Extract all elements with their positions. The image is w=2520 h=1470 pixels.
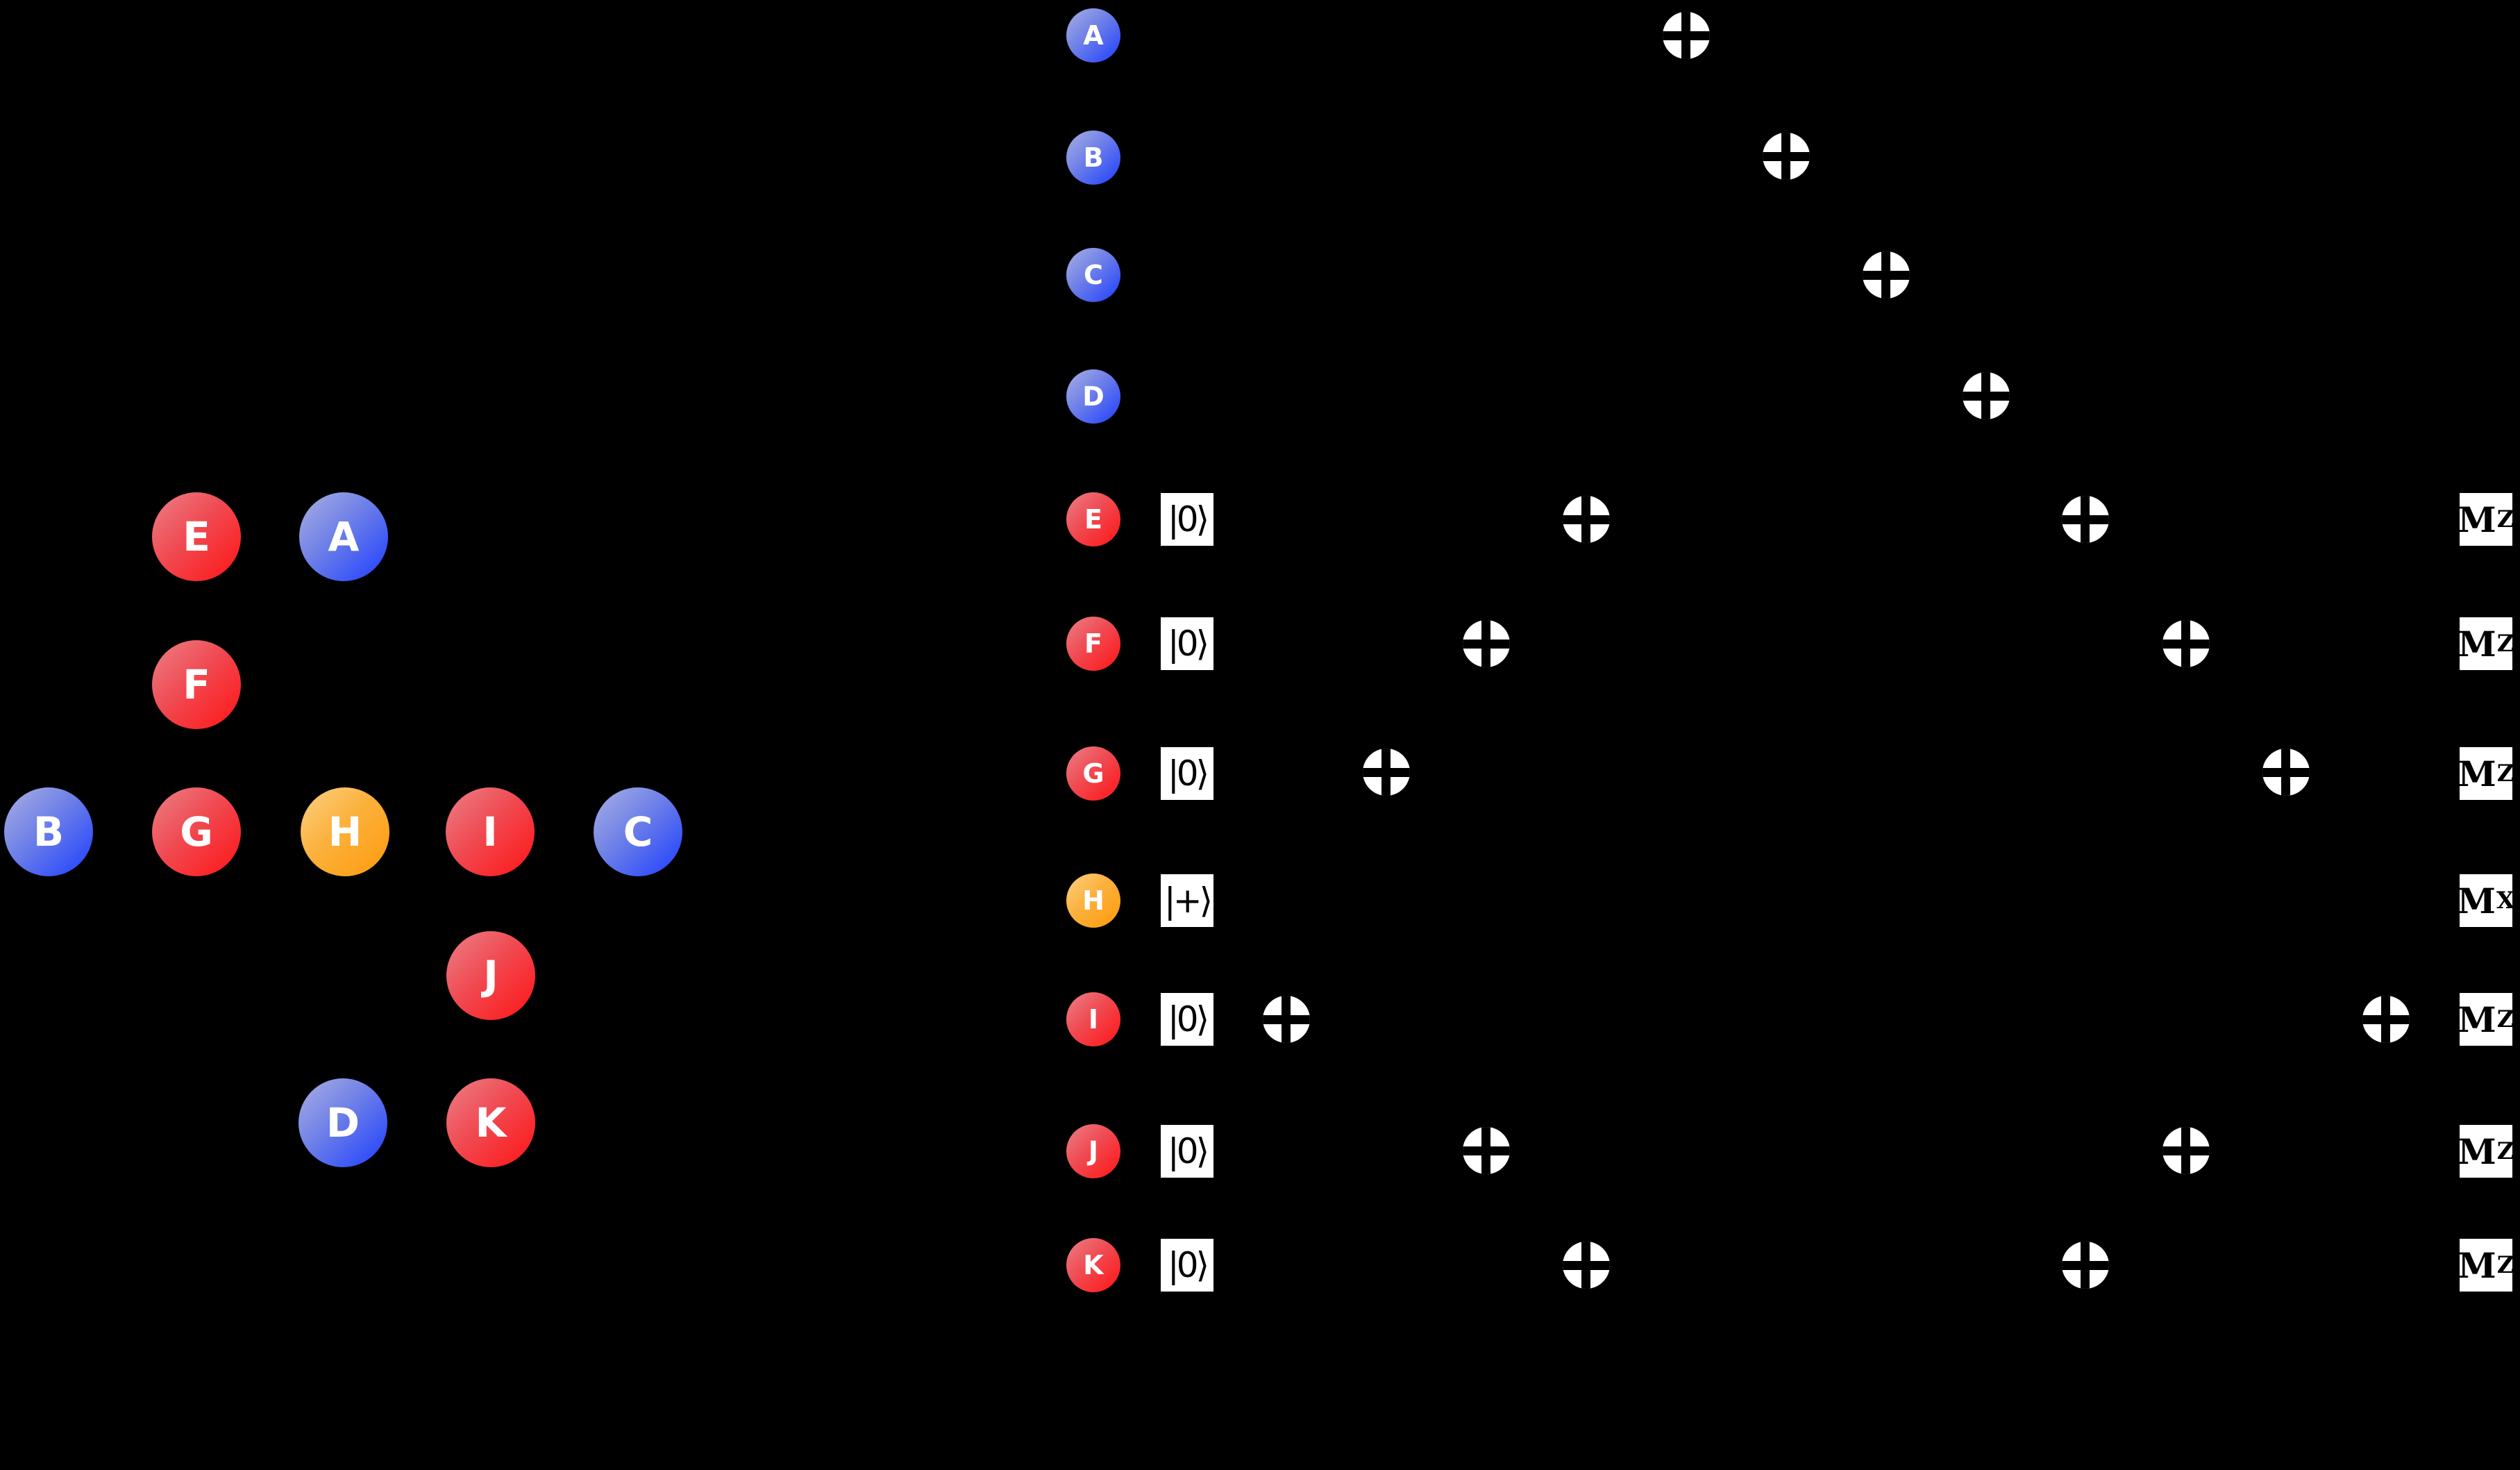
circuit-qubit-e: E bbox=[1066, 492, 1120, 546]
cnot-target-icon bbox=[2262, 749, 2310, 796]
measure-label: M bbox=[2458, 999, 2496, 1040]
circuit-qubit-k: K bbox=[1066, 1238, 1120, 1292]
init-state-k: |0⟩ bbox=[1161, 1239, 1213, 1292]
lattice-qubit-i: I bbox=[446, 787, 535, 876]
cnot-target-icon bbox=[2062, 1242, 2109, 1289]
init-state-h: |+⟩ bbox=[1161, 874, 1213, 927]
cnot-target-icon bbox=[1363, 749, 1410, 796]
cnot-target-icon bbox=[1463, 1127, 1510, 1174]
measure-basis: Z bbox=[2496, 1251, 2514, 1279]
circuit-qubit-a: A bbox=[1066, 8, 1120, 62]
lattice-qubit-j: J bbox=[446, 931, 535, 1020]
cnot-target-icon bbox=[1763, 133, 1810, 180]
circuit-qubit-c: C bbox=[1066, 248, 1120, 302]
init-state-i: |0⟩ bbox=[1161, 993, 1213, 1046]
measure-basis: X bbox=[2496, 887, 2515, 914]
measure-basis: Z bbox=[2496, 1005, 2514, 1033]
lattice-qubit-c: C bbox=[594, 787, 682, 876]
lattice-qubit-f: F bbox=[152, 640, 241, 729]
cnot-target-icon bbox=[2162, 620, 2210, 667]
circuit-qubit-h: H bbox=[1066, 874, 1120, 928]
cnot-target-icon bbox=[2162, 1127, 2210, 1174]
lattice-qubit-b: B bbox=[4, 787, 93, 876]
cnot-target-icon bbox=[1563, 496, 1610, 543]
init-state-f: |0⟩ bbox=[1161, 617, 1213, 670]
circuit-qubit-b: B bbox=[1066, 131, 1120, 185]
measure-label: M bbox=[2458, 623, 2496, 665]
cnot-target-icon bbox=[1963, 372, 2010, 419]
measure-label: M bbox=[2458, 753, 2496, 794]
init-state-j: |0⟩ bbox=[1161, 1125, 1213, 1178]
measure-label: M bbox=[2458, 1130, 2496, 1172]
circuit-qubit-i: I bbox=[1066, 992, 1120, 1046]
measure-basis: Z bbox=[2496, 1137, 2514, 1165]
measure-basis: Z bbox=[2496, 506, 2514, 533]
cnot-target-icon bbox=[1563, 1242, 1610, 1289]
circuit-qubit-f: F bbox=[1066, 617, 1120, 671]
lattice-qubit-h: H bbox=[301, 787, 389, 876]
measure-label: M bbox=[2457, 880, 2496, 921]
lattice-qubit-k: K bbox=[446, 1078, 535, 1167]
measure-basis: Z bbox=[2496, 630, 2514, 658]
init-state-e: |0⟩ bbox=[1161, 493, 1213, 546]
init-state-g: |0⟩ bbox=[1161, 747, 1213, 800]
lattice-qubit-d: D bbox=[299, 1078, 387, 1167]
circuit-qubit-g: G bbox=[1066, 746, 1120, 801]
cnot-target-icon bbox=[2062, 496, 2109, 543]
measure-label: M bbox=[2458, 499, 2496, 540]
lattice-qubit-g: G bbox=[152, 787, 241, 876]
circuit-qubit-j: J bbox=[1066, 1124, 1120, 1178]
lattice-qubit-a: A bbox=[299, 492, 388, 581]
measure-label: M bbox=[2458, 1244, 2496, 1286]
cnot-target-icon bbox=[1863, 251, 1910, 299]
measure-basis: Z bbox=[2496, 760, 2514, 787]
lattice-qubit-e: E bbox=[152, 492, 241, 581]
cnot-target-icon bbox=[1263, 996, 1310, 1043]
cnot-target-icon bbox=[2362, 996, 2410, 1043]
cnot-target-icon bbox=[1663, 12, 1710, 59]
cnot-target-icon bbox=[1463, 620, 1510, 667]
circuit-qubit-d: D bbox=[1066, 369, 1120, 424]
